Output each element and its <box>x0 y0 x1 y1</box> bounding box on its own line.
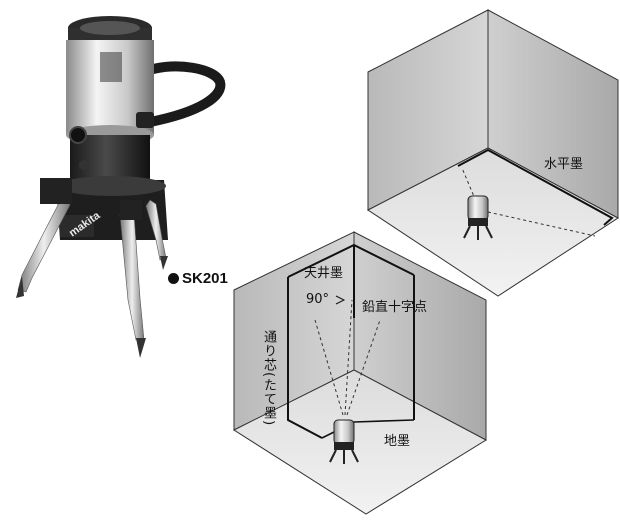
vertical-line-label: 通り芯(たて墨) <box>261 330 276 427</box>
mini-laser-device-top <box>463 195 493 240</box>
room-diagram-vertical <box>232 231 488 515</box>
floor <box>232 369 488 515</box>
knob-icon <box>69 126 87 144</box>
horizontal-line-label: 水平墨 <box>544 157 584 172</box>
floor <box>367 147 619 297</box>
vertical-laser-line <box>287 277 323 439</box>
tripod-legs <box>16 178 168 358</box>
room-diagram-horizontal <box>367 9 619 297</box>
carry-strap <box>145 61 226 127</box>
model-label: SK201 <box>168 270 228 287</box>
plumb-cross-label: 鉛直十字点 <box>362 300 428 315</box>
model-name: SK201 <box>182 270 228 287</box>
right-angle-mark <box>335 295 346 305</box>
floor-line-label: 地墨 <box>384 434 411 449</box>
horizontal-laser-line <box>457 148 614 226</box>
bullet-icon <box>168 273 179 284</box>
laser-level-device: makita <box>16 16 226 358</box>
angle-label: 90° <box>306 292 330 307</box>
mini-laser-device-bottom <box>329 419 359 464</box>
ceiling-line-label: 天井墨 <box>304 266 344 281</box>
